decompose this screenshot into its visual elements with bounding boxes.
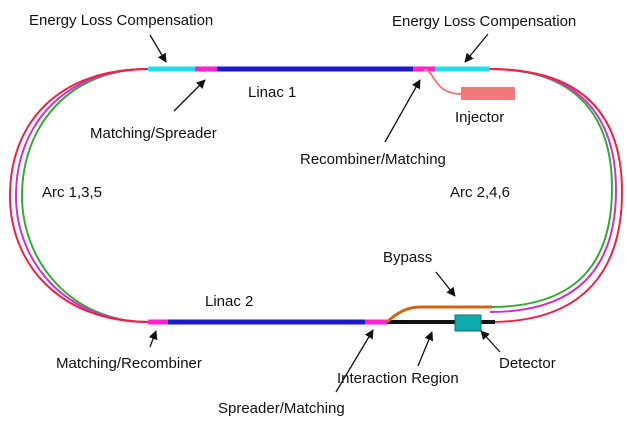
arrow-elc-left	[149, 34, 167, 63]
label-recombiner-matching: Recombiner/Matching	[300, 151, 446, 168]
label-linac1: Linac 1	[248, 84, 296, 101]
label-linac2: Linac 2	[205, 293, 253, 310]
injector-block	[461, 87, 515, 100]
arc-track-magenta	[14, 68, 618, 323]
annotation-arrows	[148, 33, 501, 393]
label-matching-recombiner: Matching/Recombiner	[56, 355, 202, 372]
arrow-recombiner-matching	[384, 79, 421, 143]
arrow-elc-right	[464, 33, 489, 63]
bottom-straight	[148, 305, 495, 332]
detector-block	[454, 314, 482, 332]
label-matching-spreader: Matching/Spreader	[90, 125, 217, 142]
label-arc-right: Arc 2,4,6	[450, 184, 510, 201]
labels: Energy Loss Compensation Energy Loss Com…	[29, 12, 576, 417]
arrow-interaction-region	[417, 331, 434, 367]
label-interaction-region: Interaction Region	[337, 370, 459, 387]
label-elc-left: Energy Loss Compensation	[29, 12, 213, 29]
arrow-bypass	[435, 271, 456, 297]
bypass-line	[385, 305, 492, 324]
injector-group	[423, 69, 515, 100]
arrow-detector	[480, 330, 501, 353]
arrow-spreader-matching	[335, 329, 374, 393]
injector-line	[423, 69, 463, 95]
label-detector: Detector	[499, 355, 556, 372]
arrow-matching-spreader	[173, 79, 206, 112]
label-bypass: Bypass	[383, 249, 432, 266]
label-spreader-matching: Spreader/Matching	[218, 400, 345, 417]
arrow-matching-recombiner	[148, 330, 158, 348]
arc-track-green	[20, 68, 614, 323]
label-injector: Injector	[455, 109, 504, 126]
label-arc-left: Arc 1,3,5	[42, 184, 102, 201]
label-elc-right: Energy Loss Compensation	[392, 13, 576, 30]
